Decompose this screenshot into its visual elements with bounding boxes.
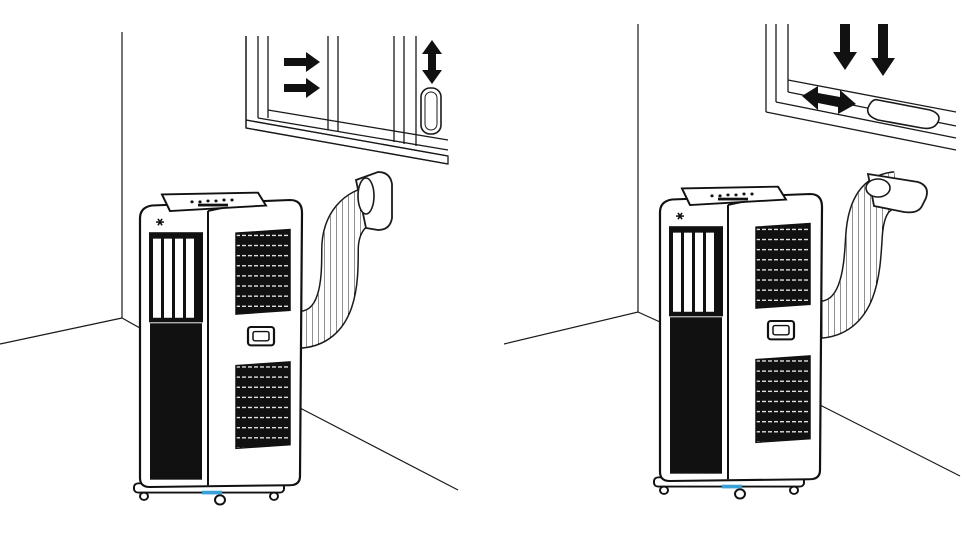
room-walls [0, 32, 459, 491]
panel-vertical-window [0, 32, 459, 506]
portable-ac-unit [132, 191, 304, 506]
exhaust-hose [294, 171, 393, 349]
arrow-down-icon [833, 24, 895, 76]
window-frame [765, 24, 957, 151]
exhaust-hose [814, 171, 928, 339]
arrow-right-icon [284, 52, 320, 98]
panel-horizontal-window [503, 24, 961, 500]
room-walls [503, 24, 961, 477]
portable-ac-unit [652, 185, 824, 500]
window-frame [245, 36, 449, 165]
arrow-up-down-icon [422, 40, 442, 84]
arrow-left-right-icon [802, 86, 856, 114]
